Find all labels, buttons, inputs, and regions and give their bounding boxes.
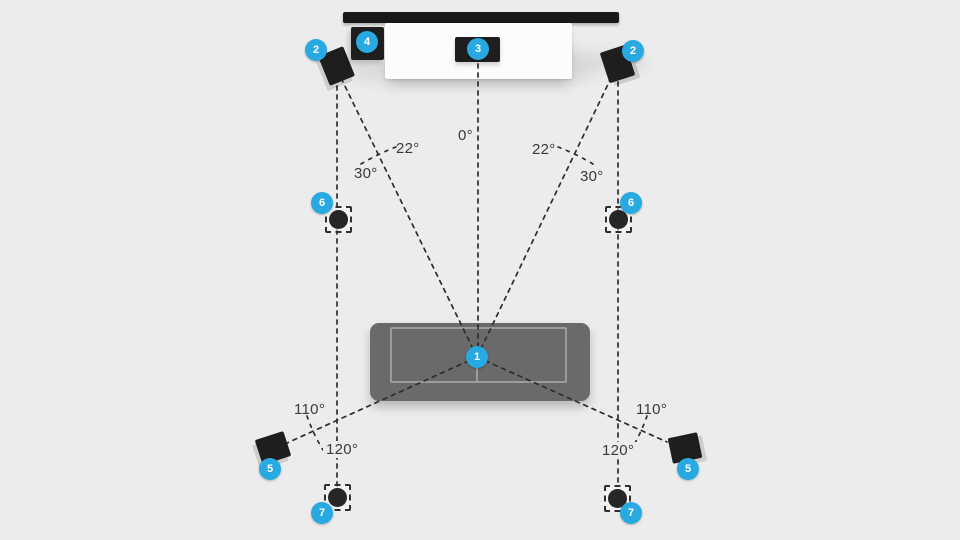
angle-label-surround-min-left: 110° xyxy=(294,401,326,418)
speaker-dot-icon xyxy=(328,488,347,507)
angle-arc-rear-left xyxy=(306,415,324,451)
side-right-speaker-position xyxy=(605,206,632,233)
angle-label-front-max-right: 30° xyxy=(580,168,604,185)
marker-badge-subwoofer: 4 xyxy=(356,31,378,53)
rear-right-alt-speaker-position xyxy=(604,485,631,512)
speaker-dot-icon xyxy=(609,210,628,229)
angle-label-front-min-right: 22° xyxy=(532,141,556,158)
marker-badge-center-speaker: 3 xyxy=(467,38,489,60)
angle-label-surround-min-right: 110° xyxy=(636,401,668,418)
marker-badge-rear-alt-left: 7 xyxy=(311,502,333,524)
marker-badge-side-left: 6 xyxy=(311,192,333,214)
sightline-front-left xyxy=(340,77,478,358)
angle-label-front-min-left: 22° xyxy=(396,140,420,157)
speaker-dot-icon xyxy=(329,210,348,229)
angle-label-front-max-left: 30° xyxy=(354,165,378,182)
marker-badge-side-right: 6 xyxy=(620,192,642,214)
marker-badge-rear-alt-right: 7 xyxy=(620,502,642,524)
sightline-rear-right xyxy=(476,356,668,443)
sightline-front-right xyxy=(476,75,613,358)
tv-screen xyxy=(343,12,619,23)
angle-arc-front-left xyxy=(360,146,397,165)
angle-arc-front-right xyxy=(557,146,594,165)
angle-label-surround-max-left: 120° xyxy=(323,441,362,458)
speaker-dot-icon xyxy=(608,489,627,508)
rear-left-alt-speaker-position xyxy=(324,484,351,511)
marker-badge-front-right: 2 xyxy=(622,40,644,62)
sofa-center-seam xyxy=(476,358,478,382)
marker-badge-rear-left: 5 xyxy=(259,458,281,480)
marker-badge-rear-right: 5 xyxy=(677,458,699,480)
marker-badge-front-left: 2 xyxy=(305,39,327,61)
marker-badge-listening-position: 1 xyxy=(466,346,488,368)
sightline-rear-left xyxy=(286,356,478,444)
side-left-speaker-position xyxy=(325,206,352,233)
angle-label-surround-max-right: 120° xyxy=(599,442,638,459)
angle-label-center: 0° xyxy=(458,127,473,144)
